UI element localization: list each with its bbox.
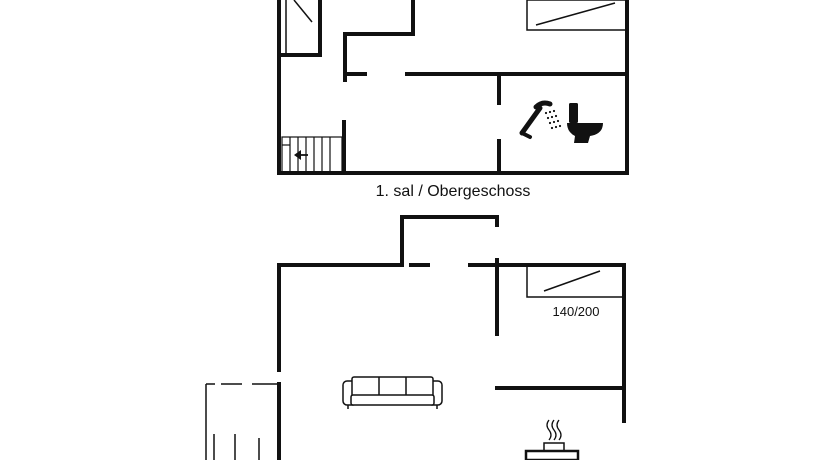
stove-icon	[524, 419, 580, 460]
bed-size-label: 140/200	[553, 304, 600, 319]
upper-floor-walls	[277, 0, 629, 175]
toilet-icon	[567, 103, 603, 143]
stairs-icon	[281, 136, 343, 173]
shower-icon	[519, 100, 562, 139]
upper-floor-thin-lines	[285, 0, 627, 55]
ground-floor-walls	[277, 215, 626, 460]
sofa-icon	[342, 376, 443, 409]
floor-label-upper: 1. sal / Obergeschoss	[376, 183, 531, 200]
ground-floor-thin-lines	[205, 264, 625, 460]
